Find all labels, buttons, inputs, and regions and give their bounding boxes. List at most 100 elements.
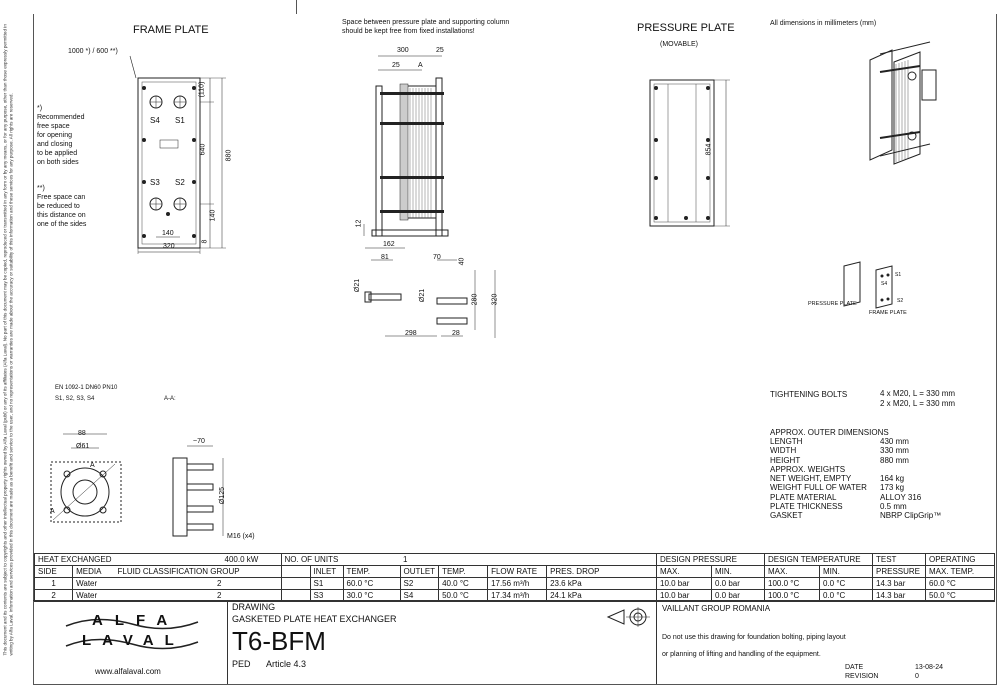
cell-side: 1 bbox=[33, 577, 74, 590]
drawing-border bbox=[33, 14, 997, 685]
units-note: All dimensions in millimeters (mm) bbox=[770, 20, 877, 27]
sub-operating-temp: MAX. TEMP. bbox=[925, 565, 995, 578]
dim-25-right: 25 bbox=[436, 47, 444, 54]
pressure-plate-drawing bbox=[649, 79, 730, 227]
spec-label: NET WEIGHT, EMPTY bbox=[770, 474, 852, 484]
model-title: T6-BFM bbox=[232, 626, 326, 656]
dim-dia21-right: Ø21 bbox=[419, 288, 427, 303]
no-of-units-value: 1 bbox=[400, 553, 657, 566]
mini-label-s1: S1 bbox=[895, 272, 902, 278]
cell-operating-temp: 60.0 °C bbox=[925, 577, 995, 590]
design-temperature-header: DESIGN TEMPERATURE bbox=[764, 553, 873, 566]
mini-label-frame-plate: FRAME PLATE bbox=[869, 310, 907, 316]
dim-dia21-left: Ø21 bbox=[354, 278, 362, 293]
section-aa-label: A-A: bbox=[164, 396, 176, 402]
frame-plate-title: FRAME PLATE bbox=[133, 24, 209, 36]
dim-70-flange: ~70 bbox=[193, 438, 205, 445]
dim-81: 81 bbox=[381, 254, 389, 261]
pressure-plate-title: PRESSURE PLATE bbox=[637, 22, 735, 34]
free-space-dimension: 1000 *) / 600 **) bbox=[68, 48, 118, 55]
col-fluid-group: FLUID CLASSIFICATION GROUP bbox=[114, 565, 282, 578]
table-row: 10.0 bar 0.0 bar 100.0 °C 0.0 °C 14.3 ba… bbox=[656, 577, 995, 590]
isometric-view bbox=[869, 41, 937, 165]
dim-140-vertical: 140 bbox=[209, 209, 217, 222]
logo-text-alfa: ALFA bbox=[92, 612, 180, 629]
cell-test-pressure: 14.3 bar bbox=[872, 589, 926, 602]
spec-value: 880 mm bbox=[880, 455, 909, 465]
date-label: DATE bbox=[845, 664, 864, 671]
dim-110: (110) bbox=[198, 81, 206, 98]
website-link[interactable]: www.alfalaval.com bbox=[95, 667, 161, 676]
cell-operating-temp: 50.0 °C bbox=[925, 589, 995, 602]
test-header: TEST bbox=[872, 553, 926, 566]
cell-flow-rate: 17.56 m³/h bbox=[487, 577, 548, 590]
cell-media: Water bbox=[76, 590, 98, 600]
projection-symbol-icon bbox=[606, 607, 650, 627]
cell-max-pressure: 10.0 bar bbox=[656, 577, 712, 590]
design-data-table: DESIGN PRESSURE DESIGN TEMPERATURE TEST … bbox=[656, 553, 995, 602]
top-tick bbox=[296, 0, 297, 14]
cell-max-temp: 100.0 °C bbox=[764, 577, 820, 590]
design-pressure-header: DESIGN PRESSURE bbox=[656, 553, 765, 566]
section-marker-a-bottom: A bbox=[50, 508, 55, 515]
spec-row: APPROX. WEIGHTS bbox=[770, 465, 970, 474]
heat-exchanged-value: 400.0 kW bbox=[114, 553, 282, 566]
heat-exchanged-label: HEAT EXCHANGED bbox=[34, 553, 115, 566]
cell-max-pressure: 10.0 bar bbox=[656, 589, 712, 602]
note-line: one of the sides bbox=[37, 221, 87, 228]
note-line: on both sides bbox=[37, 159, 79, 166]
col-inlet: INLET bbox=[309, 565, 344, 578]
dim-280: 280 bbox=[471, 293, 479, 306]
outer-dimensions-header: APPROX. OUTER DIMENSIONS bbox=[770, 428, 889, 437]
note-line: and closing bbox=[37, 141, 73, 148]
cell-media: Water bbox=[76, 578, 98, 588]
flange-standard: EN 1092-1 DN60 PN10 bbox=[55, 385, 118, 391]
col-inlet-temp: TEMP. bbox=[342, 565, 401, 578]
cell-min-pressure: 0.0 bar bbox=[711, 577, 765, 590]
cell-outlet-temp: 40.0 °C bbox=[438, 577, 489, 590]
cell-outlet: S2 bbox=[399, 577, 440, 590]
date-value: 13-08-24 bbox=[915, 664, 944, 671]
dim-140-horizontal: 140 bbox=[162, 230, 174, 237]
note-line: Recommended bbox=[37, 114, 85, 121]
spec-value: NBRP ClipGrip™ bbox=[880, 511, 942, 521]
cell-spacer bbox=[280, 577, 311, 590]
section-marker-a: A bbox=[418, 62, 423, 69]
customer-name: VAILLANT GROUP ROMANIA bbox=[662, 604, 771, 613]
dim-320: 320 bbox=[163, 243, 175, 250]
spec-value: 164 kg bbox=[880, 474, 905, 484]
mini-plates-view bbox=[843, 261, 893, 309]
flange-front-view bbox=[50, 433, 122, 523]
note-line: this distance on bbox=[37, 212, 86, 219]
note-line: for opening bbox=[37, 132, 73, 139]
drawing-label: DRAWING bbox=[232, 602, 276, 612]
spec-label: GASKET bbox=[770, 511, 803, 521]
col-spacer bbox=[280, 565, 311, 578]
cell-flow-rate: 17.34 m³/h bbox=[487, 589, 548, 602]
cell-side: 2 bbox=[33, 589, 74, 602]
cell-inlet: S1 bbox=[309, 577, 344, 590]
tightening-bolts-value-2: 2 x M20, L = 330 mm bbox=[880, 399, 956, 408]
note-line: **) bbox=[37, 185, 45, 192]
spec-value: 330 mm bbox=[880, 446, 909, 456]
process-data-table: HEAT EXCHANGED 400.0 kW NO. OF UNITS 1 S… bbox=[33, 553, 657, 602]
spec-value: ALLOY 316 bbox=[880, 492, 922, 502]
clearance-note: Space between pressure plate and support… bbox=[342, 18, 509, 36]
cell-pressure-drop: 23.6 kPa bbox=[546, 577, 657, 590]
dim-880: 880 bbox=[225, 149, 233, 162]
pressure-plate-subtitle: (MOVABLE) bbox=[660, 41, 698, 48]
col-side: SIDE bbox=[33, 565, 74, 578]
mini-label-pressure-plate: PRESSURE PLATE bbox=[808, 301, 857, 307]
note-line: Space between pressure plate and support… bbox=[342, 19, 510, 26]
dim-640: 640 bbox=[199, 143, 207, 156]
sub-max-temp: MAX. bbox=[764, 565, 820, 578]
operating-header: OPERATING bbox=[925, 553, 995, 566]
dim-320-detail: 320 bbox=[491, 293, 499, 306]
